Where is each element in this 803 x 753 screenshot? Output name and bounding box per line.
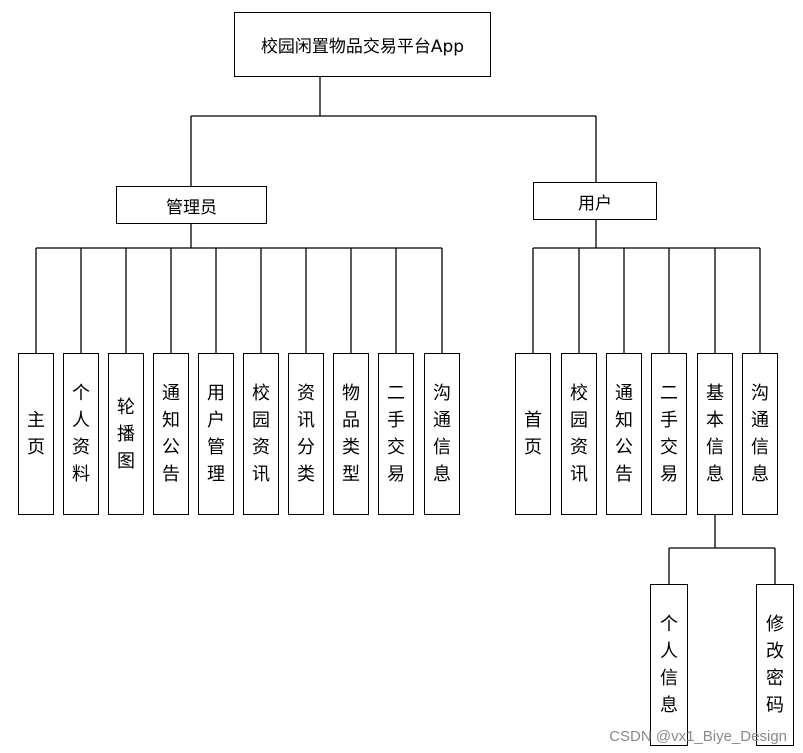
node-char: 园 — [570, 410, 588, 431]
user-child-box: 基本信息 — [697, 353, 733, 515]
node-char: 校 — [570, 383, 588, 404]
admin-child-box: 主页 — [18, 353, 54, 515]
node-char: 户 — [207, 410, 225, 431]
root-label: 校园闲置物品交易平台App — [260, 37, 465, 57]
user-child-box: 首页 — [515, 353, 551, 515]
node-char: 用 — [207, 383, 225, 404]
admin-child-box: 二手交易 — [378, 353, 414, 515]
node-char: 个 — [660, 614, 678, 635]
user-label: 用户 — [578, 193, 612, 214]
node-char: 信 — [433, 437, 451, 458]
admin-label: 管理员 — [166, 197, 217, 218]
node-char: 轮 — [117, 396, 135, 418]
node-char: 本 — [706, 410, 724, 431]
node-char: 改 — [766, 641, 784, 662]
node-char: 讯 — [297, 410, 315, 431]
node-char: 个 — [72, 383, 90, 404]
node-char: 主 — [27, 410, 45, 431]
node-char: 交 — [387, 437, 405, 458]
basic-child-box: 个人信息 — [650, 584, 688, 746]
node-char: 人 — [660, 641, 678, 662]
node-char: 首 — [524, 410, 542, 431]
node-char: 料 — [72, 464, 90, 485]
node-char: 管 — [207, 437, 225, 458]
node-char: 易 — [387, 464, 405, 485]
node-char: 播 — [117, 423, 135, 445]
node-char: 手 — [387, 410, 405, 431]
node-char: 息 — [660, 695, 678, 716]
admin-child-box: 轮播图 — [108, 353, 144, 515]
node-char: 物 — [342, 383, 360, 404]
user-child-box: 沟通信息 — [742, 353, 778, 515]
node-char: 人 — [72, 410, 90, 431]
admin-child-box: 沟通信息 — [424, 353, 460, 515]
node-char: 类 — [297, 464, 315, 485]
user-child-box: 二手交易 — [651, 353, 687, 515]
node-char: 信 — [660, 668, 678, 689]
node-char: 知 — [615, 410, 633, 431]
node-char: 交 — [660, 437, 678, 458]
node-char: 分 — [297, 437, 315, 458]
node-char: 资 — [570, 437, 588, 458]
admin-child-box: 通知公告 — [153, 353, 189, 515]
node-char: 二 — [660, 383, 678, 404]
node-char: 页 — [524, 437, 542, 458]
basic-child-box: 修改密码 — [756, 584, 794, 746]
node-char: 讯 — [570, 464, 588, 485]
node-char: 校 — [252, 383, 270, 404]
node-char: 类 — [342, 437, 360, 458]
node-char: 园 — [252, 410, 270, 431]
node-char: 资 — [252, 437, 270, 458]
node-char: 理 — [207, 464, 225, 485]
node-char: 密 — [766, 668, 784, 689]
node-char: 沟 — [751, 383, 769, 404]
node-char: 基 — [706, 383, 724, 404]
admin-child-box: 个人资料 — [63, 353, 99, 515]
node-char: 二 — [387, 383, 405, 404]
node-char: 型 — [342, 464, 360, 485]
admin-child-box: 物品类型 — [333, 353, 369, 515]
node-char: 信 — [706, 437, 724, 458]
admin-child-box: 用户管理 — [198, 353, 234, 515]
node-char: 通 — [162, 383, 180, 404]
user-node: 用户 — [533, 182, 657, 220]
node-char: 修 — [766, 614, 784, 635]
node-char: 码 — [766, 695, 784, 716]
node-char: 告 — [615, 464, 633, 485]
node-char: 易 — [660, 464, 678, 485]
node-char: 通 — [751, 410, 769, 431]
admin-child-box: 校园资讯 — [243, 353, 279, 515]
node-char: 息 — [433, 464, 451, 485]
root-node: 校园闲置物品交易平台App — [234, 12, 491, 77]
user-child-box: 通知公告 — [606, 353, 642, 515]
node-char: 资 — [72, 437, 90, 458]
node-char: 品 — [342, 410, 360, 431]
node-char: 资 — [297, 383, 315, 404]
node-char: 图 — [117, 450, 135, 472]
admin-node: 管理员 — [116, 186, 267, 224]
node-char: 页 — [27, 437, 45, 458]
node-char: 息 — [706, 464, 724, 485]
watermark: CSDN @vx1_Biye_Design — [609, 728, 787, 745]
admin-child-box: 资讯分类 — [288, 353, 324, 515]
node-char: 讯 — [252, 464, 270, 485]
user-child-box: 校园资讯 — [561, 353, 597, 515]
node-char: 告 — [162, 464, 180, 485]
node-char: 通 — [433, 410, 451, 431]
node-char: 手 — [660, 410, 678, 431]
node-char: 信 — [751, 437, 769, 458]
node-char: 沟 — [433, 383, 451, 404]
node-char: 知 — [162, 410, 180, 431]
node-char: 公 — [615, 437, 633, 458]
node-char: 通 — [615, 383, 633, 404]
node-char: 息 — [751, 464, 769, 485]
node-char: 公 — [162, 437, 180, 458]
